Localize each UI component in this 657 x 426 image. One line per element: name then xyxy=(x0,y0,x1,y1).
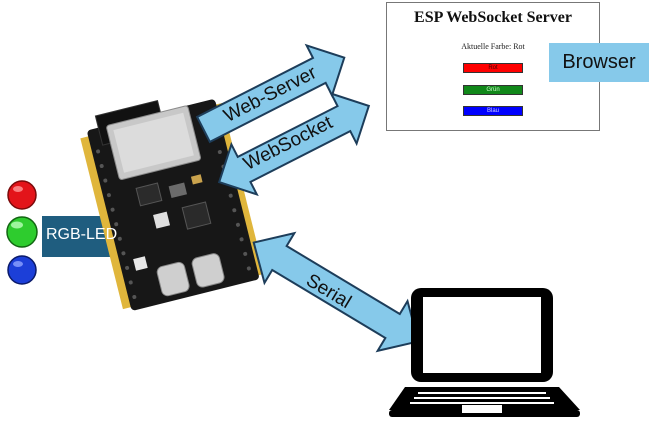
browser-page-title: ESP WebSocket Server xyxy=(414,9,572,26)
web-server-arrow xyxy=(195,43,346,144)
red-led-icon xyxy=(7,180,37,210)
red-button[interactable]: Rot xyxy=(463,63,523,73)
esp32-board-icon xyxy=(80,99,265,311)
rgb-led-label: RGB-LED xyxy=(46,226,118,243)
laptop-icon xyxy=(389,288,580,417)
current-color-text: Aktuelle Farbe: Rot xyxy=(461,42,525,51)
browser-label: Browser xyxy=(549,43,649,82)
green-button[interactable]: Grün xyxy=(463,85,523,95)
blue-button[interactable]: Blau xyxy=(463,106,523,116)
blue-led-icon xyxy=(7,255,37,285)
browser-window: ESP WebSocket Server Aktuelle Farbe: Rot… xyxy=(386,2,600,131)
websocket-arrow xyxy=(217,91,371,197)
green-led-icon xyxy=(6,216,38,248)
